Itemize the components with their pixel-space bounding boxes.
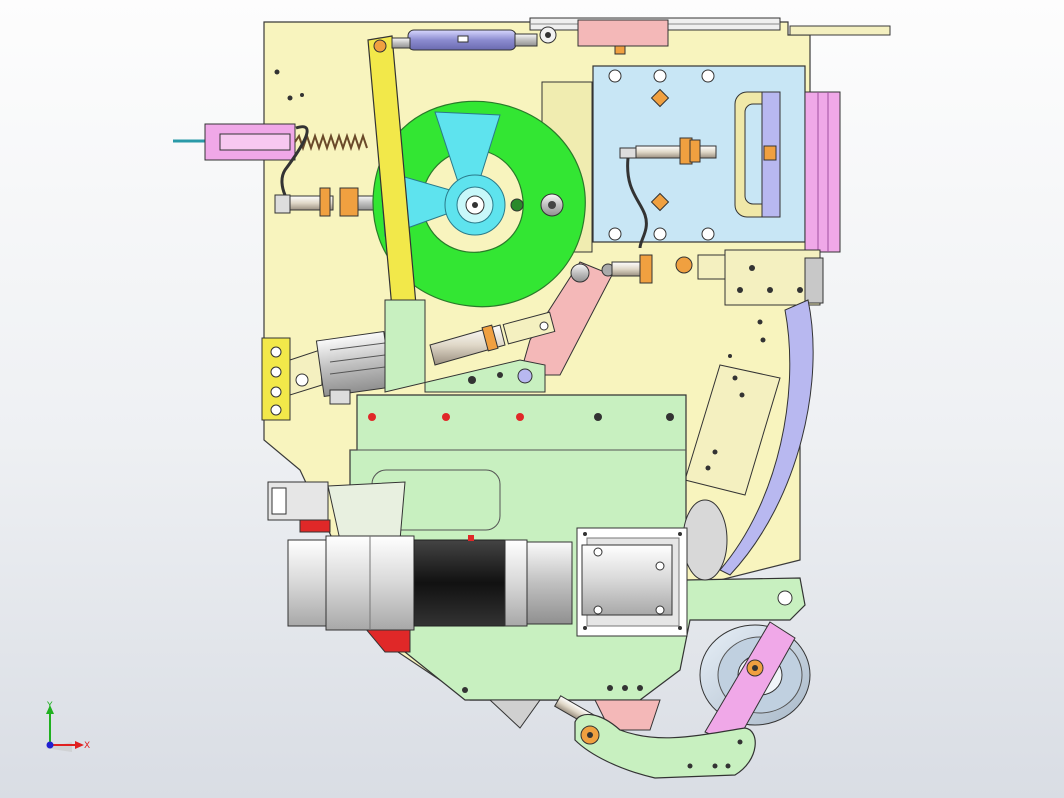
block-sensor xyxy=(635,145,717,159)
salmon-slide-carriage xyxy=(577,19,669,47)
axis-x-label: X xyxy=(84,741,90,751)
axis-y-label: Y xyxy=(46,701,53,711)
axis-triad: Y X xyxy=(45,701,90,752)
servo-motor-rear-cap xyxy=(287,539,327,627)
top-right-strip xyxy=(789,25,891,36)
rear-grey-disc xyxy=(682,499,728,581)
small-green-plate xyxy=(384,299,546,393)
lavender-curved-guide xyxy=(719,299,814,576)
base-plate-holes xyxy=(274,69,766,358)
mid-pneumatic-cylinder xyxy=(315,330,393,398)
red-side-part xyxy=(299,519,331,533)
gearbox-reducer xyxy=(526,541,573,625)
slide-block-screws xyxy=(608,69,715,241)
bottom-green-swing-arm xyxy=(574,713,756,779)
servo-motor-black-body xyxy=(413,539,507,627)
right-pink-rail xyxy=(804,91,841,253)
right-mounting-block xyxy=(724,249,821,306)
tilted-mounting-block xyxy=(684,364,781,496)
